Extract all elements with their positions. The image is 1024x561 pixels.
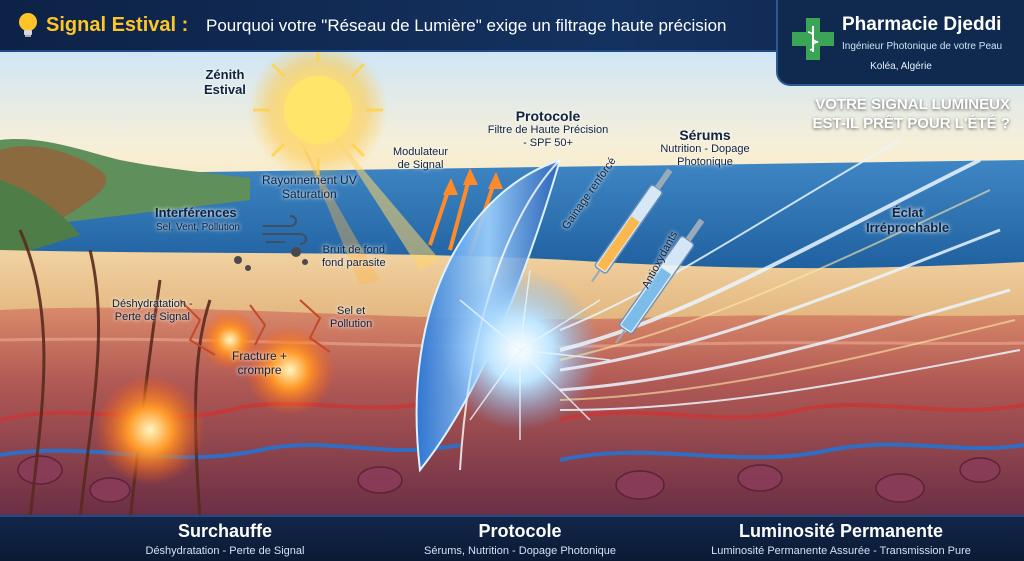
headline-question: VOTRE SIGNAL LUMINEUX EST-IL PRÊT POUR L… bbox=[770, 96, 1010, 134]
label-interferences: Interférences bbox=[155, 205, 237, 220]
label-serums: Sérums Nutrition - Dopage Photonique bbox=[660, 127, 750, 168]
footer-col-surchauffe: Surchauffe Déshydratation - Perte de Sig… bbox=[145, 521, 305, 557]
brand-tagline: Ingénieur Photonique de votre Peau bbox=[842, 41, 1003, 52]
footer-col-luminosite: Luminosité Permanente Luminosité Permane… bbox=[711, 521, 971, 557]
label-interferences-sub: Sel, Vent, Pollution bbox=[156, 222, 240, 233]
label-protocole: Protocole Filtre de Haute Précision - SP… bbox=[487, 108, 609, 149]
brand-location: Koléa, Algérie bbox=[870, 61, 932, 72]
brand-name: Pharmacie Djeddi bbox=[842, 14, 1002, 35]
brand-card: Pharmacie Djeddi Ingénieur Photonique de… bbox=[776, 0, 1024, 86]
footer-bar: Surchauffe Déshydratation - Perte de Sig… bbox=[0, 515, 1024, 561]
question-line-1: VOTRE SIGNAL LUMINEUX bbox=[815, 96, 1010, 113]
question-line-2: EST-IL PRÊT POUR L'ÉTÉ ? bbox=[812, 114, 1010, 132]
label-fracture: Fracture +crompre bbox=[232, 349, 288, 377]
pharmacy-cross-icon bbox=[792, 18, 834, 60]
title-highlight: Signal Estival : bbox=[46, 14, 189, 36]
wind-icon bbox=[262, 215, 307, 245]
lightbulb-icon bbox=[19, 13, 37, 37]
footer-col-protocole: Protocole Sérums, Nutrition - Dopage Pho… bbox=[424, 521, 616, 557]
label-dehydratation: Déshydratation -Perte de Signal bbox=[112, 298, 193, 323]
page-title: Pourquoi votre "Réseau de Lumière" exige… bbox=[206, 16, 727, 35]
